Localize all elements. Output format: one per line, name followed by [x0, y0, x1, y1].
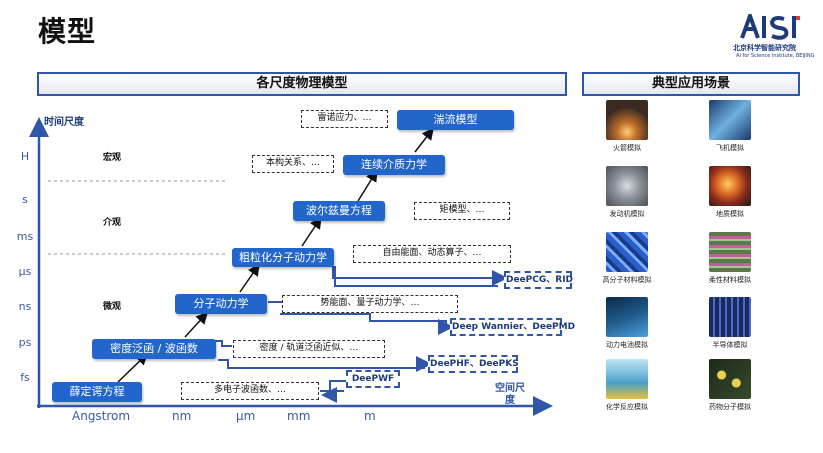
scenario-card: 药物分子模拟 [700, 359, 760, 412]
x-tick: Angstrom [72, 409, 131, 423]
scenario-card: 地质模拟 [700, 166, 760, 219]
scenario-card: 高分子材料模拟 [597, 232, 657, 285]
level-micro: 微观 [103, 302, 122, 312]
deep-deephf-deepks: DeePHF、DeePKS [428, 355, 519, 373]
model-molecular-dynamics: 分子动力学 [175, 294, 267, 314]
model-continuum-mechanics: 连续介质力学 [343, 155, 445, 175]
scenario-card: 动力电池模拟 [597, 297, 657, 350]
aux-constitutive-relation: 本构关系、… [252, 155, 334, 173]
aux-free-energy-surface: 自由能面、动态算子、… [353, 245, 511, 263]
x-tick: μm [236, 409, 256, 423]
model-boltzmann: 波尔兹曼方程 [293, 201, 385, 221]
scenario-card: 火箭模拟 [597, 100, 657, 153]
aisi-logo-icon [740, 14, 800, 40]
semiconductor-image [709, 297, 751, 337]
scenario-card: 飞机模拟 [700, 100, 760, 153]
x-tick: nm [172, 409, 192, 423]
aux-moment-model: 矩模型、… [414, 202, 510, 220]
scenario-card: 化学反应模拟 [597, 359, 657, 412]
chemistry-image [606, 359, 648, 399]
model-coarse-grained-md: 粗粒化分子动力学 [232, 248, 334, 267]
scenario-card: 发动机模拟 [597, 166, 657, 219]
y-tick: ps [18, 336, 32, 349]
battery-image [606, 297, 648, 337]
deep-deepcg-rid: DeePCG、RID [504, 271, 573, 289]
model-schrodinger: 薛定谔方程 [52, 382, 142, 402]
aux-potential-energy-surface: 势能面、量子动力学、… [282, 295, 458, 313]
model-turbulence: 湍流模型 [397, 110, 514, 130]
deep-deepwf: DeePWF [346, 370, 400, 388]
level-meso: 介观 [103, 218, 122, 228]
y-tick: ns [18, 300, 32, 313]
y-tick: fs [20, 371, 30, 384]
y-tick: ms [16, 230, 34, 243]
y-tick: μs [18, 265, 32, 278]
x-tick: mm [287, 409, 311, 423]
molecule-image [709, 359, 751, 399]
logo-english-name: AI for Science Institute, BEIJING [736, 53, 815, 59]
physics-models-banner: 各尺度物理模型 [37, 72, 567, 96]
aux-multi-electron-wavefunction: 多电子波函数、… [181, 382, 319, 400]
flexible-material-image [709, 232, 751, 272]
y-axis-label: 时间尺度 [44, 117, 84, 128]
y-tick: s [22, 193, 28, 206]
aux-reynolds-stress: 雷诺应力、… [301, 110, 388, 128]
page-title: 模型 [38, 15, 97, 48]
rocket-image [606, 100, 648, 140]
model-dft-wavefunction: 密度泛函 / 波函数 [92, 339, 216, 359]
scenario-card: 柔性材料模拟 [700, 232, 760, 285]
engine-image [606, 166, 648, 206]
aircraft-image [709, 100, 751, 140]
logo-chinese-name: 北京科学智能研究院 [733, 44, 796, 52]
scenario-card: 半导体模拟 [700, 297, 760, 350]
application-scenarios-banner: 典型应用场景 [582, 72, 800, 96]
y-tick: H [20, 150, 30, 163]
x-axis-label: 空间尺度 [495, 383, 525, 406]
level-macro: 宏观 [103, 153, 122, 163]
earth-image [709, 166, 751, 206]
x-tick: m [364, 409, 376, 423]
aux-density-orbital-approx: 密度 / 轨道泛函近似、… [233, 340, 385, 358]
deep-wannier-deepmd: Deep Wannier、DeePMD [450, 318, 575, 336]
polymer-image [606, 232, 648, 272]
